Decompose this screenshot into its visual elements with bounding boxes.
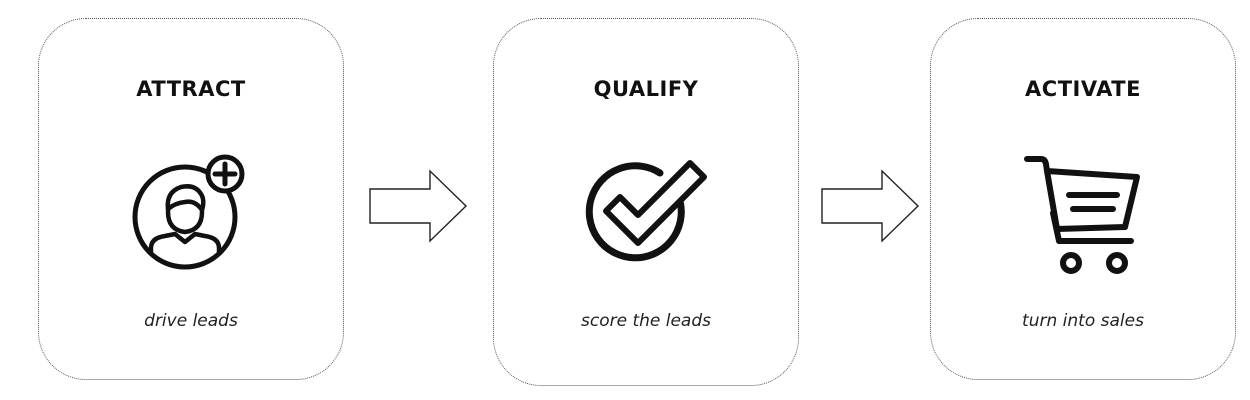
step-card-qualify: QUALIFY score the leads [493, 18, 799, 386]
user-add-icon [121, 154, 261, 274]
step-card-activate: ACTIVATE turn into sales [930, 18, 1236, 380]
step-title: ACTIVATE [1025, 77, 1141, 101]
step-card-attract: ATTRACT drive leads [38, 18, 344, 380]
step-subtitle: drive leads [144, 311, 238, 331]
right-arrow-icon [368, 168, 470, 244]
check-circle-icon [576, 151, 716, 271]
shopping-cart-icon [1013, 151, 1153, 281]
step-title: ATTRACT [136, 77, 246, 101]
step-subtitle: turn into sales [1022, 311, 1144, 331]
right-arrow-icon [820, 168, 922, 244]
step-subtitle: score the leads [580, 311, 711, 331]
step-title: QUALIFY [593, 77, 699, 101]
